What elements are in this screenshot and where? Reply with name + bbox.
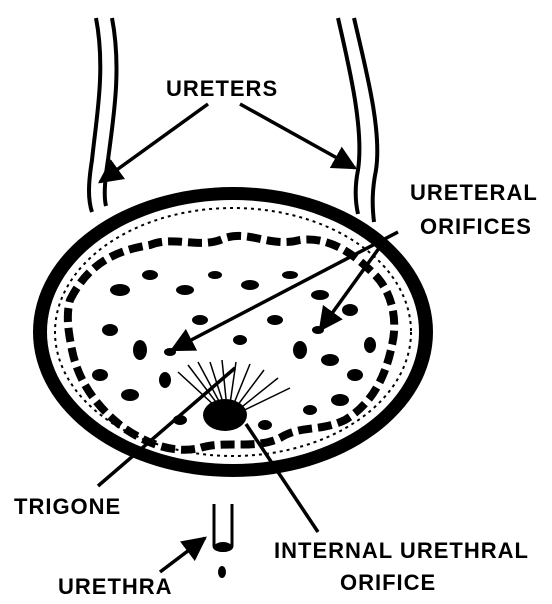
bladder-wall — [33, 187, 433, 477]
label-trigone: TRIGONE — [14, 492, 121, 522]
label-ureters: URETERS — [166, 74, 278, 104]
internal-urethral-orifice — [203, 399, 247, 431]
ureters-arrow-left — [100, 104, 208, 182]
label-urethra: URETHRA — [58, 572, 173, 602]
left-ureter — [89, 18, 117, 212]
label-ureteral-orifices-line1: URETERAL — [410, 178, 538, 208]
label-ureteral-orifices-line2: ORIFICES — [420, 212, 532, 242]
label-internal-urethral-orifice-line1: INTERNAL URETHRAL — [274, 536, 529, 566]
urethra — [214, 504, 232, 578]
right-ureter — [338, 18, 377, 222]
label-internal-urethral-orifice-line2: ORIFICE — [340, 568, 436, 598]
urethra-arrow — [160, 538, 205, 572]
ureters-arrow-right — [240, 104, 355, 168]
